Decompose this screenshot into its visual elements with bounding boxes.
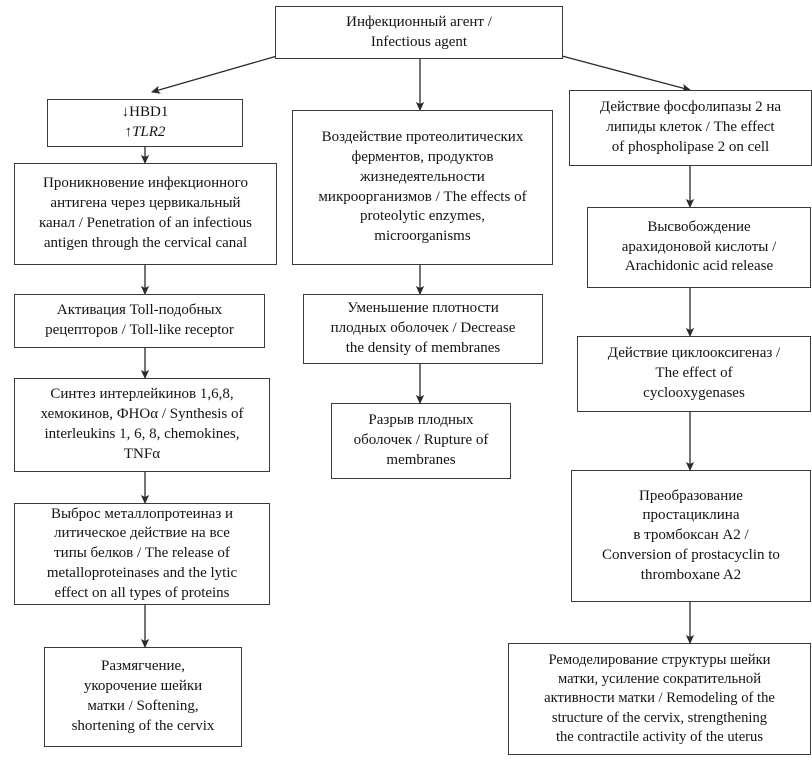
node-metalloproteinase-release[interactable]: Выброс металлопротеиназ и литическое дей… [14, 503, 270, 605]
node-prostacyclin-conversion[interactable]: Преобразование простациклина в тромбокса… [571, 470, 811, 602]
node-proteolytic-enzymes[interactable]: Воздействие протеолитических ферментов, … [292, 110, 553, 265]
edge-root-to-hbd1 [151, 55, 278, 94]
tlr2-line: ↑TLR2 [124, 124, 166, 140]
node-interleukin-synthesis[interactable]: Синтез интерлейкинов 1,6,8, хемокинов, Ф… [14, 378, 270, 472]
node-cervix-remodeling[interactable]: Ремоделирование структуры шейки матки, у… [508, 643, 811, 755]
node-cervix-softening[interactable]: Размягчение, укорочение шейки матки / So… [44, 647, 242, 747]
node-toll-activation[interactable]: Активация Toll-подобных рецепторов / Tol… [14, 294, 265, 348]
node-hbd1-tlr2[interactable]: ↓HBD1 ↑TLR2 [47, 99, 243, 147]
node-membrane-rupture[interactable]: Разрыв плодных оболочек / Rupture of mem… [331, 403, 511, 479]
node-phospholipase-effect[interactable]: Действие фосфолипазы 2 на липиды клеток … [569, 90, 812, 166]
node-penetration[interactable]: Проникновение инфекционного антигена чер… [14, 163, 277, 265]
node-membrane-density-decrease[interactable]: Уменьшение плотности плодных оболочек / … [303, 294, 543, 364]
hbd1-line: ↓HBD1 [121, 104, 169, 121]
node-arachidonic-release[interactable]: Высвобождение арахидоновой кислоты / Ara… [587, 207, 811, 288]
node-infectious-agent[interactable]: Инфекционный агент / Infectious agent [275, 6, 563, 59]
edge-root-to-phospholipase [561, 55, 692, 92]
node-cyclooxygenase-effect[interactable]: Действие циклооксигеназ / The effect of … [577, 336, 811, 412]
